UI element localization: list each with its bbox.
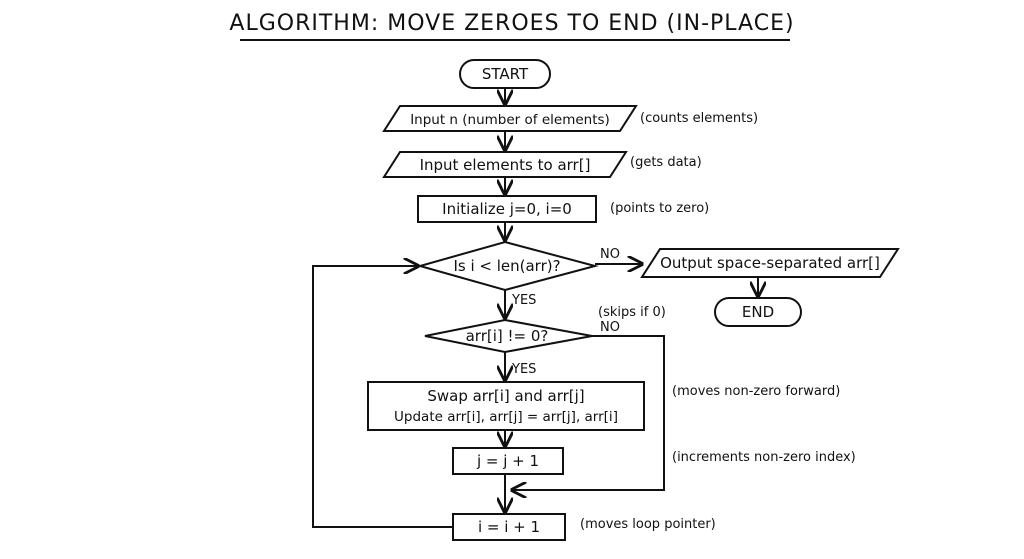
inc-i-label: i = i + 1 xyxy=(478,518,540,536)
input-n-label: Input n (number of elements) xyxy=(410,112,610,128)
input-arr-label: Input elements to arr[] xyxy=(420,156,591,174)
swap-label-line1: Swap arr[i] and arr[j] xyxy=(427,387,584,405)
inc-j-label: j = j + 1 xyxy=(476,452,539,470)
edge-label-check-yes: YES xyxy=(511,362,536,377)
annotation-gets: (gets data) xyxy=(630,155,702,170)
init-node xyxy=(417,195,597,223)
annotation-points: (points to zero) xyxy=(610,201,709,216)
end-label: END xyxy=(742,303,774,321)
inc-i-node xyxy=(452,513,566,541)
edge-label-check-no: NO xyxy=(600,320,620,335)
init-label: Initialize j=0, i=0 xyxy=(442,200,572,218)
input-arr-node xyxy=(382,151,628,178)
diagram-title: ALGORITHM: MOVE ZEROES TO END (IN-PLACE) xyxy=(229,11,794,36)
annotation-counts: (counts elements) xyxy=(640,111,758,126)
edge-label-loop-no: NO xyxy=(600,247,620,262)
annotation-moves-loop: (moves loop pointer) xyxy=(580,517,716,532)
end-terminal xyxy=(714,297,802,327)
inc-j-node xyxy=(452,447,564,475)
check-condition-label: arr[i] != 0? xyxy=(466,327,549,345)
edge-loop-back xyxy=(312,266,453,528)
output-label: Output space-separated arr[] xyxy=(660,254,880,272)
edge-label-loop-yes: YES xyxy=(511,293,536,308)
edge-check-no-bypass xyxy=(512,335,665,490)
annotation-skips: (skips if 0) xyxy=(598,305,666,320)
loop-condition-label: Is i < len(arr)? xyxy=(453,257,560,275)
start-label: START xyxy=(482,65,529,83)
annotation-moves-nonzero: (moves non-zero forward) xyxy=(672,384,840,399)
input-n-node xyxy=(382,105,638,132)
annotation-increments: (increments non-zero index) xyxy=(672,450,856,465)
output-node xyxy=(640,248,900,278)
swap-label-line2: Update arr[i], arr[j] = arr[j], arr[i] xyxy=(394,409,618,425)
